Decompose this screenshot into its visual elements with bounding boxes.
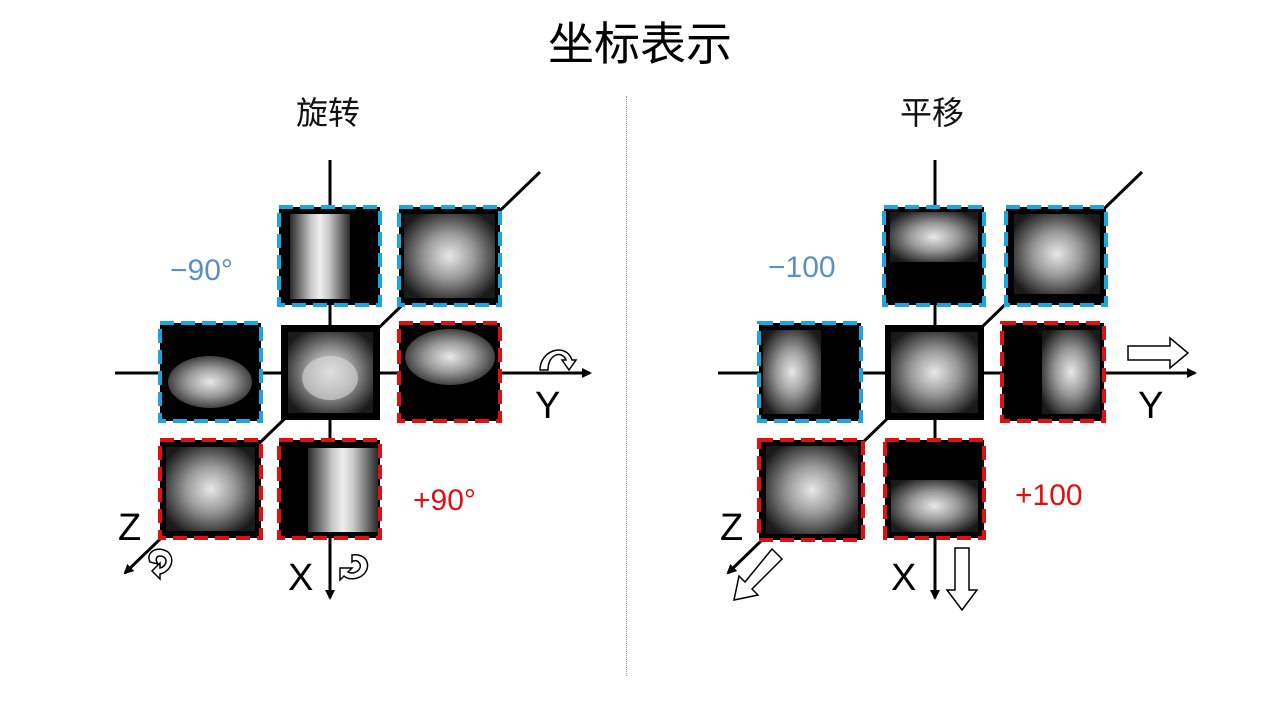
panel-divider (626, 96, 627, 676)
translate-z-arrow-icon (733, 547, 784, 601)
rotation-negative-label: −90° (170, 254, 233, 287)
rot-pos-z-image (158, 438, 263, 540)
rot-neg-x-image (277, 205, 382, 307)
trans-neg-x-image (882, 205, 986, 307)
translation-negative-label: −100 (768, 251, 836, 284)
rot-pos-x-image (277, 438, 382, 540)
center-image-left (281, 325, 380, 420)
rot-neg-y-image (158, 321, 263, 423)
rotation-axis-z-label: Z (118, 507, 141, 549)
trans-pos-z-image (757, 438, 865, 542)
center-image-right (885, 325, 984, 420)
rotate-z-icon (148, 548, 173, 581)
translate-x-arrow-icon (945, 547, 979, 612)
rot-pos-y-image (397, 321, 502, 423)
rotation-axis-x-label: X (288, 557, 313, 599)
rotate-x-icon (339, 554, 369, 582)
translation-heading: 平移 (900, 94, 965, 132)
trans-neg-y-image (757, 321, 863, 423)
translation-axis-y-label: Y (1138, 385, 1163, 427)
translation-axis-x-label: X (891, 557, 916, 599)
page-title: 坐标表示 (548, 17, 732, 71)
translation-axis-z-label: Z (720, 507, 743, 549)
rot-neg-z-image (397, 205, 502, 307)
rotate-y-icon (539, 349, 578, 372)
translation-positive-label: +100 (1015, 479, 1083, 512)
rotation-heading: 旋转 (296, 94, 361, 132)
translate-y-arrow-icon (1127, 336, 1190, 370)
trans-neg-z-image (1004, 205, 1108, 307)
rotation-axis-y-label: Y (535, 385, 560, 427)
rotation-positive-label: +90° (413, 484, 476, 517)
trans-pos-y-image (1000, 321, 1106, 423)
trans-pos-x-image (883, 438, 986, 540)
